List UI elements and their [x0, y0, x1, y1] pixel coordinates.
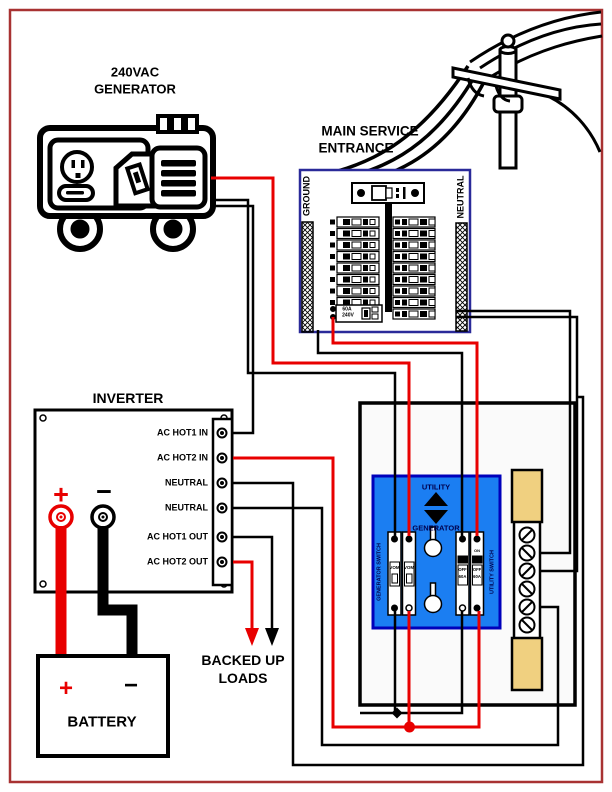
- inverter-box: [33, 408, 234, 594]
- dc-minus-terminal: [90, 504, 116, 530]
- ts-breaker-text-off1: OFF: [458, 566, 467, 572]
- inverter-plus-sign: +: [53, 479, 69, 510]
- generator-arrow-down-icon: [424, 510, 448, 524]
- ts-utility-label: UTILITY: [421, 482, 451, 492]
- terminal-label-achot1in: AC HOT1 IN: [156, 427, 208, 438]
- ground-bus-bar: [301, 221, 314, 333]
- generator-switch-breakers: [387, 531, 417, 616]
- battery-negative-cable: [97, 526, 138, 664]
- panel-breaker-rows-left: [330, 216, 380, 309]
- inverter-minus-sign: −: [96, 476, 112, 507]
- service-title-line1: MAIN SERVICE: [321, 123, 419, 139]
- page-border: [8, 8, 604, 784]
- terminal-label-achot2out: AC HOT2 OUT: [146, 556, 208, 567]
- utility-switch-breakers: [455, 531, 485, 616]
- black-junction-dot: [391, 707, 403, 719]
- neutral-bus-bar: [455, 222, 468, 332]
- battery-plus-sign: +: [58, 675, 74, 702]
- terminal-label-achot1out: AC HOT1 OUT: [146, 531, 208, 542]
- terminal-label-neutral1: NEUTRAL: [165, 477, 208, 488]
- inverter-terminals: [216, 427, 228, 568]
- battery-title: BATTERY: [67, 713, 137, 731]
- ts-breaker-text-off2: OFF: [472, 566, 482, 572]
- service-title-line2: ENTRANCE: [318, 140, 394, 156]
- generator-icon: [37, 114, 216, 252]
- ts-left-side-label: GENERATOR SWITCH: [376, 543, 383, 601]
- battery-box: [36, 654, 170, 758]
- terminal-screws: [518, 526, 536, 634]
- ts-breaker-text-vom1: VOM: [389, 564, 400, 570]
- black-wires: [211, 198, 585, 767]
- transfer-toggle-pins: [423, 526, 443, 614]
- ts-breaker-text-on: ON: [474, 548, 480, 553]
- terminal-label-achot2in: AC HOT2 IN: [156, 452, 208, 463]
- backfeed-breaker-60a: [330, 304, 383, 323]
- ts-breaker-text-amp1: 60A: [458, 573, 467, 579]
- red-junction-dot: [404, 721, 415, 733]
- load-arrow-red-icon: [245, 628, 259, 646]
- main-breaker: [351, 182, 425, 204]
- panel-bus: [385, 202, 392, 312]
- loads-label-line2: LOADS: [218, 670, 268, 686]
- backfeed-breaker-label2: 240V: [342, 312, 354, 319]
- backfeed-breaker-label1: 60A: [342, 306, 352, 313]
- generator-title-line2: GENERATOR: [94, 81, 176, 97]
- generator-title-line1: 240VAC: [110, 64, 160, 80]
- ts-breaker-text-amp2: 60A: [473, 573, 481, 579]
- panel-breaker-rows-right: [392, 216, 436, 320]
- ts-right-side-label: UTILITY SWITCH: [489, 550, 496, 594]
- loads-label-line1: BACKED UP: [201, 652, 285, 668]
- main-service-panel: [298, 168, 472, 334]
- utility-pole-icon: [305, 10, 603, 192]
- utility-arrow-up-icon: [424, 492, 448, 506]
- terminal-label-neutral2: NEUTRAL: [165, 502, 208, 513]
- load-arrow-black-icon: [265, 628, 279, 646]
- ground-bus-label: GROUND: [301, 176, 312, 216]
- red-wires: [211, 176, 481, 729]
- inverter-title: INVERTER: [92, 390, 164, 406]
- ts-breaker-text-vom2: VOM: [403, 564, 415, 570]
- load-terminal-strip: [510, 468, 544, 692]
- neutral-bus-label: NEUTRAL: [455, 175, 466, 219]
- battery-minus-sign: −: [123, 672, 139, 699]
- ts-generator-label: GENERATOR: [412, 523, 460, 533]
